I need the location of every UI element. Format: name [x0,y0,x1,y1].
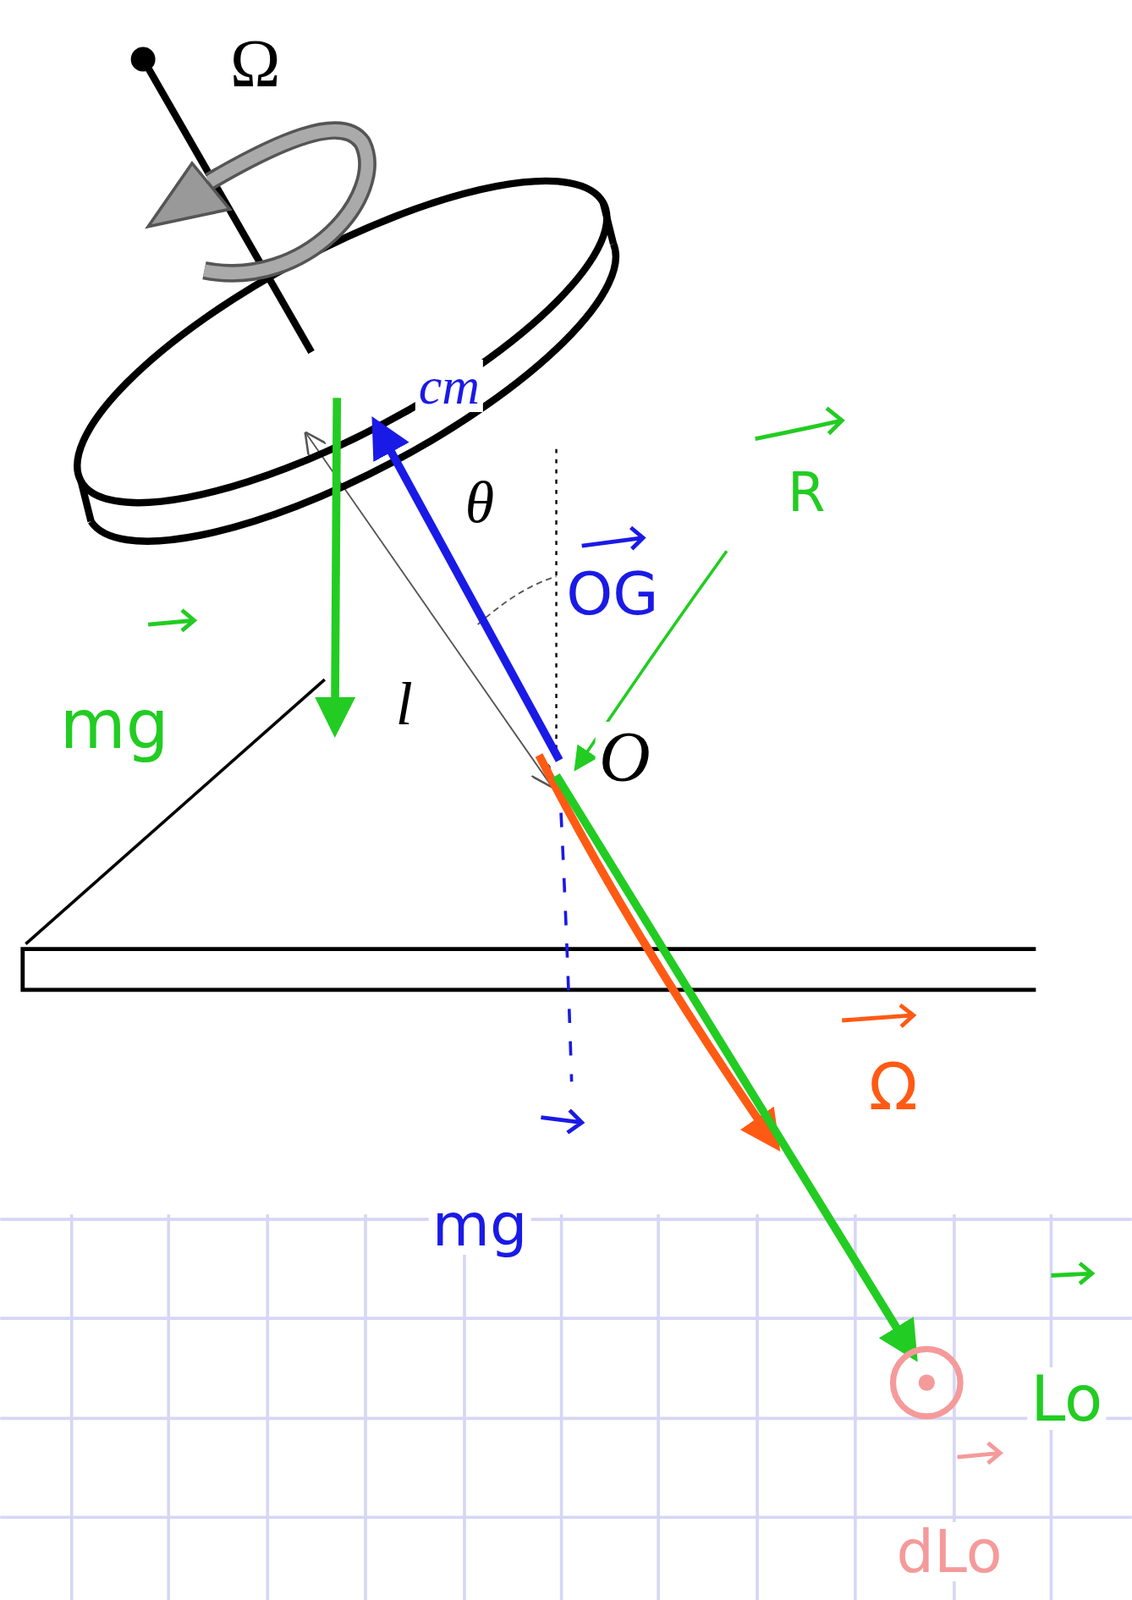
angle-arc [478,576,557,625]
angular-momentum-vector [556,775,914,1356]
spin-axis [142,59,312,352]
vector-label: Ω [865,1055,922,1120]
angle-label: θ [461,472,498,533]
disc-bottom [91,243,616,541]
vector-arrow-mark [148,609,194,631]
vector-arrow-mark [755,407,843,439]
vector-label: Lo [1027,1367,1106,1430]
out-of-page-symbol [893,1348,962,1417]
vector-label: dLo [893,1522,1006,1582]
vector-label: R [784,465,829,520]
disc-top [38,121,648,562]
vector-label: OG [562,564,662,624]
rotation-arrowhead [148,163,230,227]
rotation-symbol: Ω [226,29,284,98]
vector-arrow-mark [956,1442,1001,1463]
vector-arrow-mark [540,1110,582,1133]
vertical-extension [559,780,572,1083]
vertical-reference [555,449,557,761]
axis-knob [131,46,156,72]
vector-arrow-mark [841,1005,913,1027]
vector-arrow-mark [582,527,643,549]
force-label: mg [428,1195,532,1255]
length-label: l [392,673,417,735]
rotation-arrow-edge [203,130,367,274]
og-vector [375,423,560,760]
pivot-label: O [595,721,654,793]
precession-vector [538,754,776,1145]
weight-vector [335,397,337,730]
grid-paper [0,1214,1132,1600]
ground-plate [22,949,1037,990]
out-of-page-dot [918,1373,935,1391]
center-of-mass-label: cm [415,359,484,413]
support-line [25,679,325,944]
disc-side [81,203,615,522]
vector-arrow-mark [1050,1263,1092,1284]
rotation-arrow [203,130,367,274]
force-label: mg [56,691,173,759]
